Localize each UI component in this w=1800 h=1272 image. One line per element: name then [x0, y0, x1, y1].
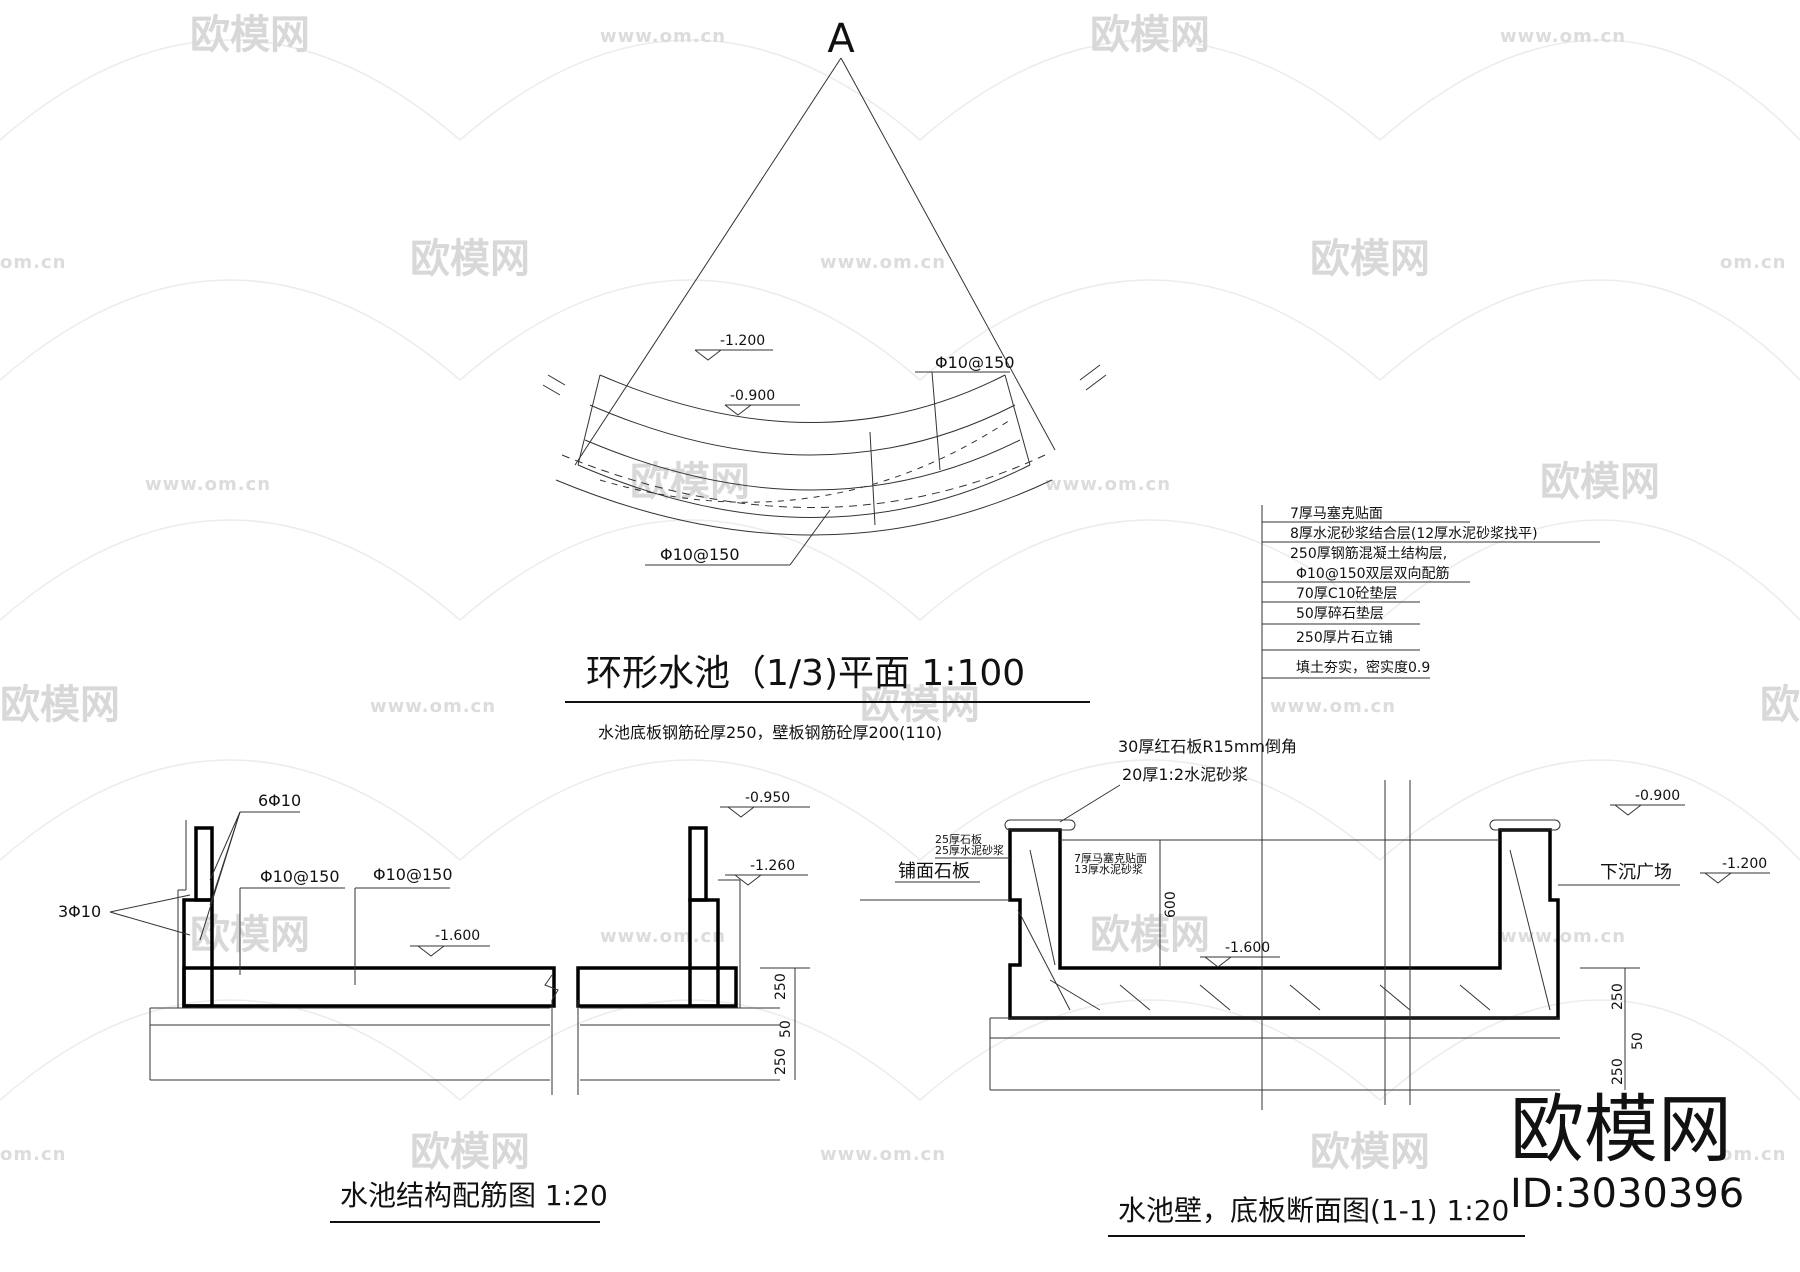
watermark-url: www.om.cn	[820, 252, 946, 273]
left-dim-pad: 50	[778, 1020, 794, 1038]
watermark-brand: 欧模网	[860, 682, 980, 728]
plan-rebar-top-label: Φ10@150	[935, 353, 1015, 372]
left-level-b: -1.260	[750, 858, 795, 874]
left-level-a: -0.950	[745, 790, 790, 806]
right-dim-base: 250	[1610, 1058, 1626, 1085]
left-level-c: -1.600	[435, 928, 480, 944]
left-dim-slab: 250	[773, 973, 789, 1000]
left-detail: 6Φ10 3Φ10 Φ10@150 Φ10@150 -0.950 -1.260 …	[58, 790, 810, 1223]
right-level-c: -1.600	[1225, 940, 1270, 956]
watermark-brand: 欧模网	[0, 682, 120, 728]
left-title: 水池结构配筋图 1:20	[340, 1179, 608, 1212]
watermark-brand: 欧模网	[1760, 682, 1800, 728]
plan-note: 水池底板钢筋砼厚250，壁板钢筋砼厚200(110)	[598, 723, 942, 742]
watermark-url: www.om.cn	[1500, 926, 1626, 947]
watermark-url: www.om.cn	[1500, 26, 1626, 47]
wall-finish-2: 13厚水泥砂浆	[1074, 862, 1143, 876]
paving-layer-1: 25厚石板	[935, 832, 982, 846]
layer-label-1: 7厚马塞克贴面	[1290, 505, 1383, 522]
watermark-layer: 欧模网 www.om.cn 欧模网 www.om.cn om.cn 欧模网 ww…	[0, 12, 1800, 1175]
left-rebar-group-top: 6Φ10	[258, 791, 301, 810]
watermark-url: www.om.cn	[600, 26, 726, 47]
plan-rebar-bottom-label: Φ10@150	[660, 545, 740, 564]
watermark-url: www.om.cn	[1045, 474, 1171, 495]
watermark-stamp: 欧模网 ID:3030396	[1510, 1087, 1744, 1217]
coping-label-2: 20厚1:2水泥砂浆	[1122, 765, 1248, 784]
watermark-brand: 欧模网	[1310, 1129, 1430, 1175]
right-level-a: -0.900	[1635, 788, 1680, 804]
plan-title: 环形水池（1/3)平面 1:100	[586, 653, 1025, 694]
watermark-brand: 欧模网	[1540, 459, 1660, 505]
paving-label: 铺面石板	[898, 861, 970, 882]
left-rebar-b: Φ10@150	[373, 865, 453, 884]
watermark-url: om.cn	[0, 252, 66, 273]
layer-label-5: 70厚C10砼垫层	[1296, 586, 1397, 602]
watermark-brand: 欧模网	[410, 1129, 530, 1175]
plan-view: A -1.200 -0.900 Φ10@150 Φ10@1	[542, 16, 1107, 742]
left-rebar-a: Φ10@150	[260, 867, 340, 886]
watermark-url: www.om.cn	[370, 696, 496, 717]
wall-finish-1: 7厚马塞克贴面	[1074, 851, 1147, 865]
right-dim-wall: 600	[1163, 891, 1179, 918]
coping-label-1: 30厚红石板R15mm倒角	[1118, 737, 1297, 756]
layer-label-7: 250厚片石立铺	[1296, 630, 1393, 646]
watermark-url: www.om.cn	[600, 926, 726, 947]
plan-level-1: -1.200	[720, 333, 765, 349]
plaza-label: 下沉广场	[1600, 862, 1672, 883]
right-title: 水池壁，底板断面图(1-1) 1:20	[1118, 1194, 1509, 1227]
right-level-b: -1.200	[1722, 856, 1767, 872]
right-detail: 7厚马塞克贴面 8厚水泥砂浆结合层(12厚水泥砂浆找平) 250厚钢筋混凝土结构…	[860, 505, 1770, 1237]
watermark-brand: 欧模网	[190, 12, 310, 58]
layer-callout: 7厚马塞克贴面 8厚水泥砂浆结合层(12厚水泥砂浆找平) 250厚钢筋混凝土结构…	[1262, 505, 1600, 679]
right-dim-pad: 50	[1630, 1032, 1646, 1050]
section-mark: A	[827, 16, 855, 62]
watermark-stamp-id: ID:3030396	[1510, 1171, 1744, 1217]
watermark-brand: 欧模网	[1090, 912, 1210, 958]
layer-label-2: 8厚水泥砂浆结合层(12厚水泥砂浆找平)	[1290, 526, 1538, 542]
watermark-url: www.om.cn	[820, 1144, 946, 1165]
watermark-stamp-brand: 欧模网	[1510, 1087, 1732, 1173]
layer-label-8: 填土夯实，密实度0.9	[1296, 659, 1430, 676]
watermark-brand: 欧模网	[1090, 12, 1210, 58]
layer-label-3: 250厚钢筋混凝土结构层,	[1290, 545, 1447, 562]
watermark-url: om.cn	[1720, 1144, 1786, 1165]
watermark-brand: 欧模网	[630, 459, 750, 505]
watermark-brand: 欧模网	[1310, 236, 1430, 282]
layer-label-6: 50厚碎石垫层	[1296, 606, 1384, 622]
left-rebar-group-left: 3Φ10	[58, 902, 101, 921]
paving-layer-2: 25厚水泥砂浆	[935, 843, 1004, 857]
watermark-url: om.cn	[1720, 252, 1786, 273]
watermark-brand: 欧模网	[410, 236, 530, 282]
watermark-url: www.om.cn	[145, 474, 271, 495]
watermark-brand: 欧模网	[190, 912, 310, 958]
watermark-url: www.om.cn	[1270, 696, 1396, 717]
watermark-url: om.cn	[0, 1144, 66, 1165]
plan-level-2: -0.900	[730, 388, 775, 404]
left-dim-base: 250	[773, 1048, 789, 1075]
layer-label-4: Φ10@150双层双向配筋	[1296, 565, 1450, 582]
right-dim-slab: 250	[1610, 983, 1626, 1010]
